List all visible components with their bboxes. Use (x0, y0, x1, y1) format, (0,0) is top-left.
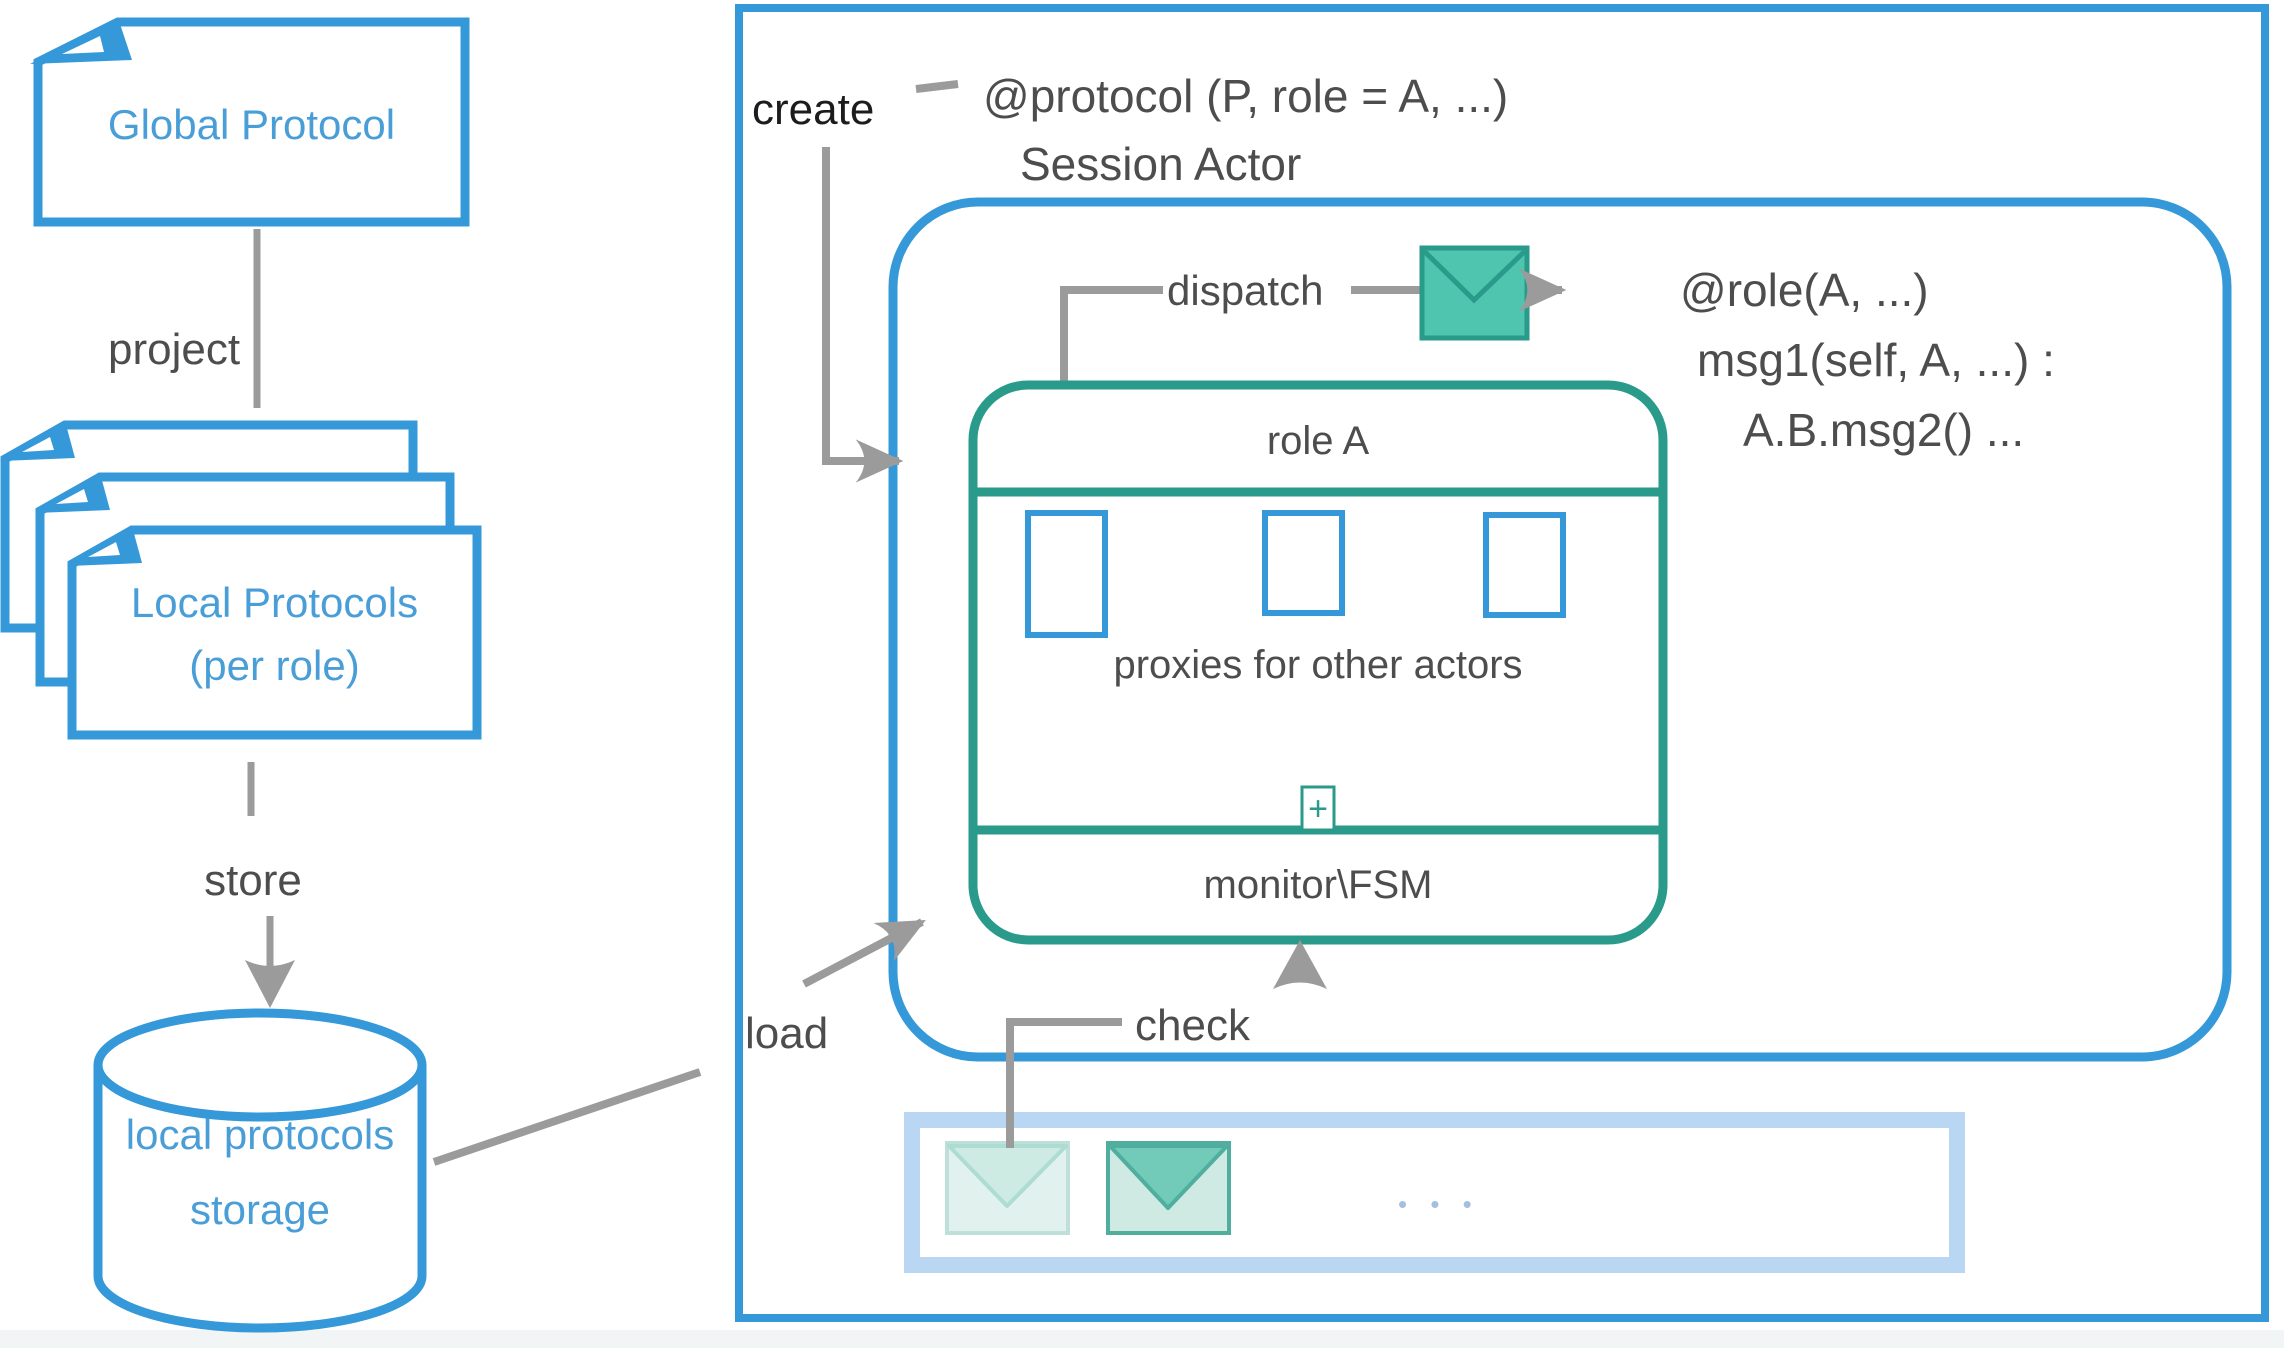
plus-icon-label: + (1308, 790, 1328, 828)
protocol-annotation: @protocol (P, role = A, ...) (983, 70, 1509, 122)
message-envelope-icon (1419, 245, 1530, 341)
global-protocol-label: Global Protocol (107, 101, 396, 148)
create-dash (915, 80, 959, 93)
runtime-boundary (735, 4, 2269, 1322)
proxies-caption: proxies for other actors (1113, 643, 1523, 687)
role-annotation-line1: @role(A, ...) (1680, 264, 1929, 316)
proxy-square (1483, 512, 1566, 618)
load-connector (432, 1068, 702, 1166)
plus-icon (1300, 785, 1336, 832)
global-protocol-doc (30, 17, 470, 227)
dispatch-connector (1060, 286, 1163, 389)
check-connector (1006, 1018, 1122, 1148)
proxy-square (1025, 510, 1108, 638)
arrow-up-icon (1273, 940, 1327, 989)
session-actor-title: Session Actor (1020, 138, 1302, 190)
dispatch-label: dispatch (1167, 267, 1324, 314)
proxy-square (1262, 510, 1345, 616)
local-protocols-stack (0, 420, 482, 740)
load-arrow (802, 918, 926, 988)
local-protocols-label: Local Protocols (per role) (130, 579, 419, 690)
role-a-header-label: role A (1266, 419, 1370, 463)
project-label: project (108, 325, 241, 374)
queue-envelope-faded-icon (945, 1141, 1070, 1235)
queue-envelope-icon (1106, 1141, 1231, 1235)
load-label: load (745, 1009, 829, 1058)
store-label: store (204, 856, 302, 905)
arrow-down-icon (245, 960, 295, 1008)
document-fold-icon (36, 473, 110, 513)
document-fold-icon (68, 526, 142, 566)
message-queue (904, 1112, 1965, 1273)
role-annotation-line2: msg1(self, A, ...) : (1697, 334, 2055, 386)
storage-cylinder-icon (93, 1008, 427, 1333)
storage-label: local protocols storage (125, 1111, 395, 1234)
document-fold-icon (30, 18, 132, 64)
document-fold-icon (1, 421, 75, 461)
create-arrow (822, 147, 904, 483)
role-annotation-line3: A.B.msg2() ... (1743, 404, 2025, 456)
monitor-fsm-label: monitor\FSM (1203, 863, 1433, 907)
store-arrow (245, 916, 295, 1008)
check-label: check (1135, 1001, 1250, 1050)
footer-band (0, 1330, 2284, 1348)
create-label: create (752, 85, 875, 134)
session-actor-box (888, 197, 2232, 1062)
queue-ellipsis: • • • (1398, 1189, 1480, 1219)
